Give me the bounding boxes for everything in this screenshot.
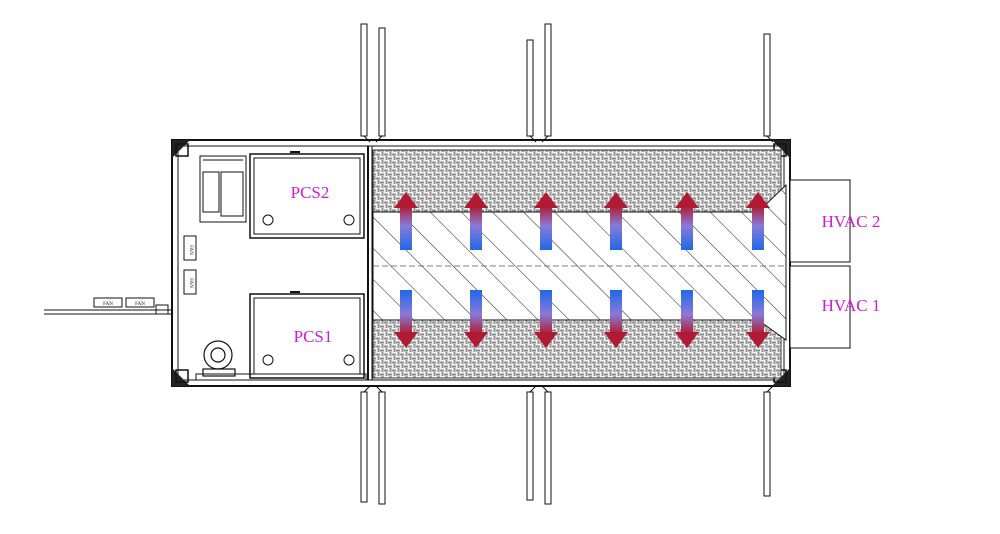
exhaust-fan-arm bbox=[44, 297, 172, 315]
pcs1-label: PCS1 bbox=[294, 327, 333, 346]
airflow-arrow-up-4 bbox=[604, 192, 628, 250]
side-vent-label-b: FAN bbox=[188, 278, 193, 288]
airflow-arrow-down-5 bbox=[675, 290, 699, 348]
hvac-units bbox=[789, 179, 851, 349]
airflow-arrow-up-5 bbox=[675, 192, 699, 250]
airflow-arrows bbox=[394, 192, 770, 348]
fan-label-a: FAN bbox=[103, 302, 113, 307]
legs-bottom bbox=[360, 385, 774, 505]
battery-area bbox=[372, 149, 787, 379]
side-vents bbox=[183, 235, 197, 295]
airflow-arrow-up-1 bbox=[394, 192, 418, 250]
airflow-arrow-down-1 bbox=[394, 290, 418, 348]
airflow-arrow-up-3 bbox=[534, 192, 558, 250]
airflow-arrow-up-2 bbox=[464, 192, 488, 250]
legs-top bbox=[360, 23, 774, 143]
side-vent-label-a: FAN bbox=[188, 245, 193, 255]
airflow-arrow-down-3 bbox=[534, 290, 558, 348]
airflow-arrow-down-2 bbox=[464, 290, 488, 348]
hvac2-label: HVAC 2 bbox=[822, 212, 881, 231]
airflow-arrow-down-6 bbox=[746, 290, 770, 348]
airflow-arrow-up-6 bbox=[746, 192, 770, 250]
hvac1-label: HVAC 1 bbox=[822, 296, 881, 315]
auxiliary-panel bbox=[199, 155, 247, 223]
airflow-arrow-down-4 bbox=[604, 290, 628, 348]
fan-label-b: FAN bbox=[135, 302, 145, 307]
labels: PCS2 PCS1 HVAC 2 HVAC 1 FAN FAN FAN FAN bbox=[103, 183, 880, 346]
room-bottom-rail bbox=[195, 373, 367, 381]
pcs2-cabinet bbox=[249, 151, 365, 239]
pcs2-label: PCS2 bbox=[291, 183, 330, 202]
fire-suppression-unit bbox=[202, 340, 236, 377]
